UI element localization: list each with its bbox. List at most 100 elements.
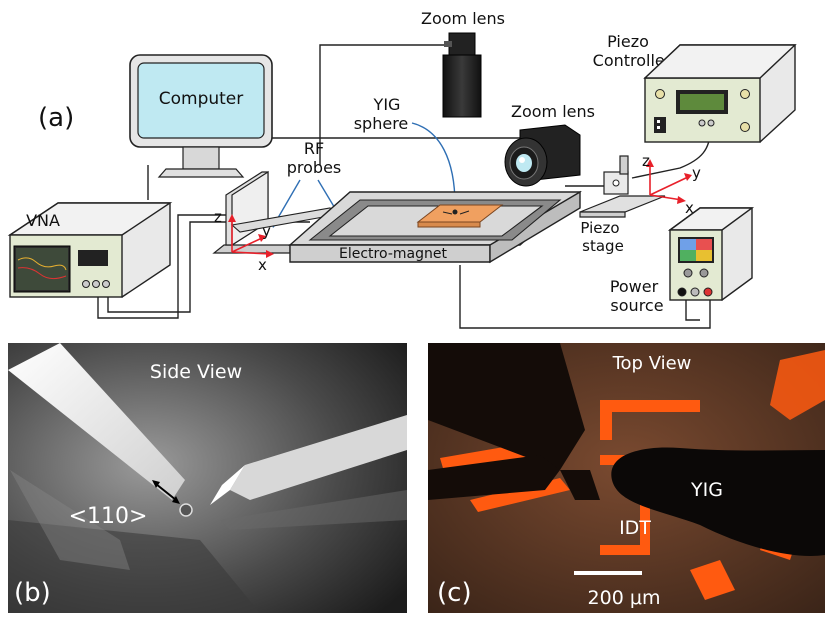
axis-right-z-head [646, 159, 654, 167]
power-knob-1 [683, 268, 693, 278]
electrode-corner [770, 350, 825, 420]
stage-plate-edge [579, 211, 626, 218]
power-source: Power source [610, 207, 755, 315]
vna-keypad [78, 250, 108, 266]
axis-right-x-label: x [685, 199, 694, 217]
stage-post [619, 155, 629, 175]
panel-b-stage-edge [220, 490, 407, 530]
cable-computer-zoom-top [319, 44, 445, 165]
zoom-lens-top: Zoom lens [421, 9, 505, 118]
yig-label-1: YIG [373, 95, 401, 114]
zoom-lens-top-label: Zoom lens [421, 9, 505, 28]
axis-right-y [649, 176, 689, 196]
power-label-2: source [610, 296, 663, 315]
power-display-q4 [696, 250, 712, 261]
panel-c-idt-label: IDT [619, 517, 651, 539]
camera-lens-glint [519, 157, 525, 163]
piezo-stage: Piezo stage [579, 155, 666, 255]
power-label-1: Power [610, 277, 659, 296]
vna-screen-inner [16, 248, 68, 290]
probe-tips [442, 210, 470, 215]
probe-base [212, 244, 291, 254]
panel-c-probe-tip [560, 470, 600, 500]
zoom-lens-top-knob [444, 41, 452, 47]
axis-right-y-head [684, 173, 692, 181]
controller-knob-2 [740, 89, 750, 99]
panel-b-label: (b) [14, 578, 51, 608]
vna-trace-2 [17, 267, 67, 280]
rf-arrow-1 [274, 179, 301, 224]
axis-right-x [649, 194, 683, 201]
panel-a: (a) Computer Zoom lens YIG sphere Zoom l… [7, 9, 797, 329]
zoom-lens-side: Zoom lens [504, 102, 595, 187]
piezo-controller: Piezo Controller [593, 32, 797, 143]
power-terminal-red [703, 287, 713, 297]
axis-right-z-label: z [642, 152, 650, 170]
axis-left-x [231, 251, 271, 255]
panel-c-scalebar [574, 571, 642, 575]
panel-c-label: (c) [437, 578, 472, 608]
cable-vna-probe1 [97, 214, 228, 319]
computer-base [157, 168, 245, 178]
vna-trace-1 [17, 257, 67, 271]
panel-b-reflection [8, 520, 260, 613]
power-terminal-gray [690, 287, 700, 297]
piezo-controller-label-2: Controller [593, 51, 672, 70]
controller-switch-dot-1 [657, 120, 660, 123]
panel-b-title: Side View [150, 361, 242, 383]
axes-right [646, 159, 692, 204]
controller-port-1 [698, 119, 706, 127]
axes-left [228, 214, 274, 258]
panel-c-title: Top View [612, 353, 692, 374]
panel-c-yig-label: YIG [690, 479, 723, 501]
vna-label: VNA [26, 211, 60, 230]
controller-display-screen [680, 94, 724, 110]
axis-left-y [231, 237, 263, 253]
zoom-lens-side-label: Zoom lens [511, 102, 595, 121]
axis-left-y-label: y [262, 222, 271, 240]
cable-magnet-power1 [459, 265, 711, 329]
axis-right-y-label: y [692, 164, 701, 182]
piezo-controller-label-1: Piezo [607, 32, 649, 51]
panel-c-probe-left [428, 343, 585, 470]
computer-neck [182, 146, 220, 170]
stage-plate [579, 195, 666, 213]
panel-b-yig-sphere [179, 503, 193, 517]
panel-c-probe-lower [428, 455, 560, 500]
rf-label-2: probes [287, 158, 342, 177]
axis-left-x-label: x [258, 256, 267, 274]
power-display-q1 [680, 239, 696, 250]
panel-a-label: (a) [38, 103, 74, 133]
panel-b-probe-left-reflection [10, 470, 130, 570]
rf-label-1: RF [304, 139, 324, 158]
panel-c-scale-label: 200 μm [588, 587, 661, 609]
power-display-q3 [680, 250, 696, 261]
probe-mount-left [212, 170, 342, 254]
panel-c-yig [611, 447, 825, 556]
magnet-side [489, 190, 581, 264]
electrode-top [600, 400, 700, 440]
panel-b-arrowheads [152, 480, 180, 504]
controller-knob-1 [655, 89, 665, 99]
yig-arrow [411, 122, 456, 206]
panel-b-probe-right [230, 415, 407, 500]
computer-screen [137, 62, 265, 139]
controller-port-2 [707, 119, 715, 127]
axis-left-x-head [266, 250, 274, 258]
electromagnet: Electro-magnet [288, 190, 582, 264]
panel-b-direction: <110> [69, 504, 148, 529]
camera-lens-glass [516, 154, 532, 172]
vna-port-2 [92, 280, 100, 288]
rf-arrow-2 [317, 179, 337, 211]
axis-left-z-label: z [214, 208, 222, 226]
controller-top [643, 44, 797, 79]
piezo-stage-label-1: Piezo [580, 219, 619, 237]
vna: VNA [7, 202, 173, 298]
power-terminal-black [677, 287, 687, 297]
panel-c: Top View YIG IDT 200 μm (c) [428, 343, 825, 613]
controller-knob-3 [740, 122, 750, 132]
electrode-pad-2 [690, 560, 735, 600]
computer: Computer [129, 54, 273, 178]
